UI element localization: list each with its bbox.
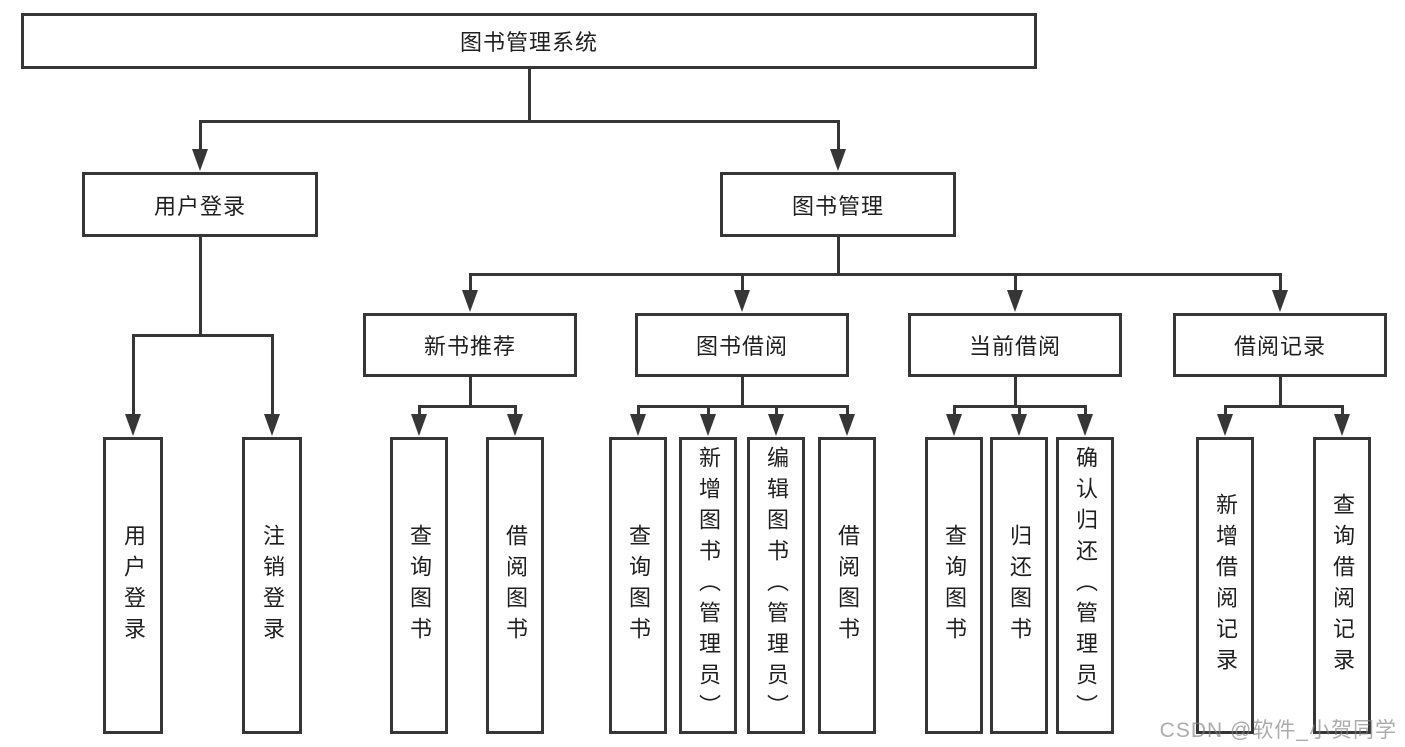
arrow-down-icon [125, 414, 141, 436]
connector-line [270, 336, 274, 416]
leaf-query-books-current: 查询图书 [925, 437, 983, 734]
node-borrowing-records: 借阅记录 [1173, 313, 1387, 377]
arrow-down-icon [700, 414, 716, 436]
leaf-return-books: 归还图书 [990, 437, 1048, 734]
connector-line [836, 237, 840, 276]
arrow-down-icon [1077, 414, 1093, 436]
connector-line [468, 273, 1282, 276]
leaf-confirm-return-admin: 确认归还（管理员） [1056, 437, 1114, 734]
connector-line [468, 377, 472, 408]
connector-line [198, 237, 202, 336]
node-new-book-recommend: 新书推荐 [363, 313, 577, 377]
connector-line [1340, 407, 1344, 417]
node-book-management: 图书管理 [720, 172, 956, 237]
arrow-down-icon [830, 149, 846, 171]
connector-line [845, 407, 849, 417]
arrow-down-icon [462, 290, 478, 312]
connector-line [468, 275, 472, 292]
leaf-add-borrow-record: 新增借阅记录 [1196, 437, 1254, 734]
connector-line [1013, 377, 1017, 408]
node-user-login: 用户登录 [82, 172, 318, 237]
csdn-watermark: CSDN @软件_小贺同学 [1159, 719, 1397, 742]
arrow-down-icon [1272, 290, 1288, 312]
connector-line [1223, 407, 1227, 417]
leaf-borrow-books: 借阅图书 [818, 437, 876, 734]
arrow-down-icon [192, 149, 208, 171]
connector-line [740, 275, 744, 292]
arrow-down-icon [768, 414, 784, 436]
leaf-add-book-admin: 新增图书（管理员） [679, 437, 737, 734]
connector-line [952, 407, 956, 417]
arrow-down-icon [1217, 414, 1233, 436]
arrow-down-icon [1334, 414, 1350, 436]
connector-line [527, 69, 531, 123]
connector-line [774, 407, 778, 417]
connector-line [198, 120, 840, 123]
connector-line [706, 407, 710, 417]
connector-line [131, 334, 274, 337]
leaf-query-books-recommend: 查询图书 [390, 437, 448, 734]
connector-line [1223, 405, 1344, 408]
arrow-down-icon [507, 414, 523, 436]
connector-line [417, 405, 517, 408]
arrow-down-icon [1011, 414, 1027, 436]
arrow-down-icon [734, 290, 750, 312]
connector-line [636, 405, 849, 408]
arrow-down-icon [264, 414, 280, 436]
connector-line [513, 407, 517, 417]
connector-line [1278, 275, 1282, 292]
connector-line [952, 405, 1087, 408]
connector-line [1083, 407, 1087, 417]
connector-line [198, 121, 202, 151]
connector-line [740, 377, 744, 408]
connector-line [1017, 407, 1021, 417]
connector-line [131, 336, 135, 416]
node-book-borrowing: 图书借阅 [635, 313, 849, 377]
connector-line [636, 407, 640, 417]
arrow-down-icon [630, 414, 646, 436]
connector-line [1278, 377, 1282, 408]
leaf-edit-book-admin: 编辑图书（管理员） [747, 437, 805, 734]
node-current-borrowing: 当前借阅 [908, 313, 1122, 377]
leaf-user-login: 用户登录 [103, 437, 163, 734]
leaf-query-borrow-record: 查询借阅记录 [1313, 437, 1371, 734]
node-library-management-system: 图书管理系统 [21, 13, 1037, 69]
leaf-query-books-borrowing: 查询图书 [609, 437, 667, 734]
arrow-down-icon [946, 414, 962, 436]
connector-line [1013, 275, 1017, 292]
arrow-down-icon [411, 414, 427, 436]
leaf-logout: 注销登录 [242, 437, 302, 734]
arrow-down-icon [839, 414, 855, 436]
arrow-down-icon [1007, 290, 1023, 312]
leaf-borrow-books-recommend: 借阅图书 [486, 437, 544, 734]
connector-line [836, 121, 840, 151]
connector-line [417, 407, 421, 417]
